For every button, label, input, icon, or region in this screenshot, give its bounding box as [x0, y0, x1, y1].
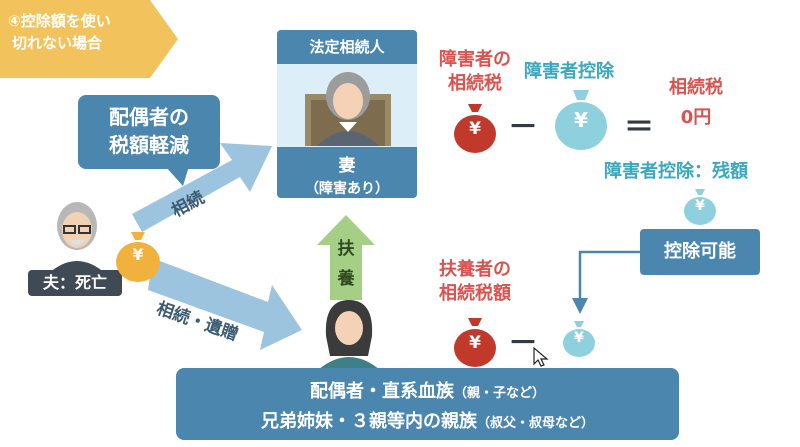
dependent-avatar: [318, 300, 380, 370]
equals-sign: ＝: [624, 110, 654, 145]
wife-note: （障害あり）: [305, 181, 389, 197]
yen-bag-red-2-symbol: ¥: [469, 333, 481, 353]
disabled-deduction-label: 障害者控除: [524, 61, 614, 82]
family-line-1: 配偶者・直系血族（親・子など）: [309, 381, 545, 402]
heir-title: 法定相続人: [277, 30, 417, 64]
yen-bag-red-2: [454, 318, 496, 367]
wife-portrait: [305, 72, 391, 146]
dependent-tax-label: 扶養者の相続税額: [439, 259, 511, 304]
disabled-tax-label: 障害者の相続税: [439, 49, 511, 94]
minus-sign-1: －: [508, 110, 538, 145]
wife-label: 妻 （障害あり）: [277, 147, 417, 198]
result-tax-label: 相続税 0円: [669, 77, 723, 128]
yen-bag-gold-symbol: ¥: [132, 245, 144, 264]
yen-bag-teal-large-symbol: ¥: [574, 108, 588, 132]
section-tab: [0, 0, 178, 78]
yen-bag-teal-small: [684, 189, 716, 225]
family-members-box: 配偶者・直系血族（親・子など） 兄弟姉妹・３親等内の親族（叔父・叔母など）: [176, 368, 679, 440]
yen-bag-red-1-symbol: ¥: [469, 119, 481, 139]
deduction-flow-line: [578, 250, 640, 300]
yen-bag-teal-small-2: [563, 321, 595, 357]
yen-bag-teal-large: [555, 90, 607, 150]
family-line-2: 兄弟姉妹・３親等内の親族（叔父・叔母など）: [260, 411, 594, 432]
support-arrow-label: 扶養: [337, 239, 355, 289]
yen-bag-teal-small-2-symbol: ¥: [574, 330, 584, 346]
spouse-reduction-box: 配偶者の 税額軽減: [78, 95, 220, 169]
deduction-possible-box: 控除可能: [640, 229, 760, 275]
bequest-arrow: [148, 258, 302, 350]
husband-avatar: [48, 202, 106, 274]
inherit-arrow: [132, 143, 272, 232]
remaining-deduction-label: 障害者控除：残額: [604, 161, 748, 182]
spouse-box-pointer: [165, 166, 189, 186]
minus-sign-2: －: [508, 326, 538, 361]
yen-bag-gold: [116, 232, 160, 282]
yen-bag-teal-small-symbol: ¥: [695, 198, 705, 214]
mouse-cursor-icon: [533, 346, 549, 367]
section-title: ④控除額を使い 切れない場合: [8, 12, 111, 52]
support-arrow: [317, 215, 375, 300]
husband-label: 夫：死亡: [28, 270, 122, 296]
yen-bag-red-1: [454, 104, 496, 153]
wife-name: 妻: [338, 156, 356, 176]
